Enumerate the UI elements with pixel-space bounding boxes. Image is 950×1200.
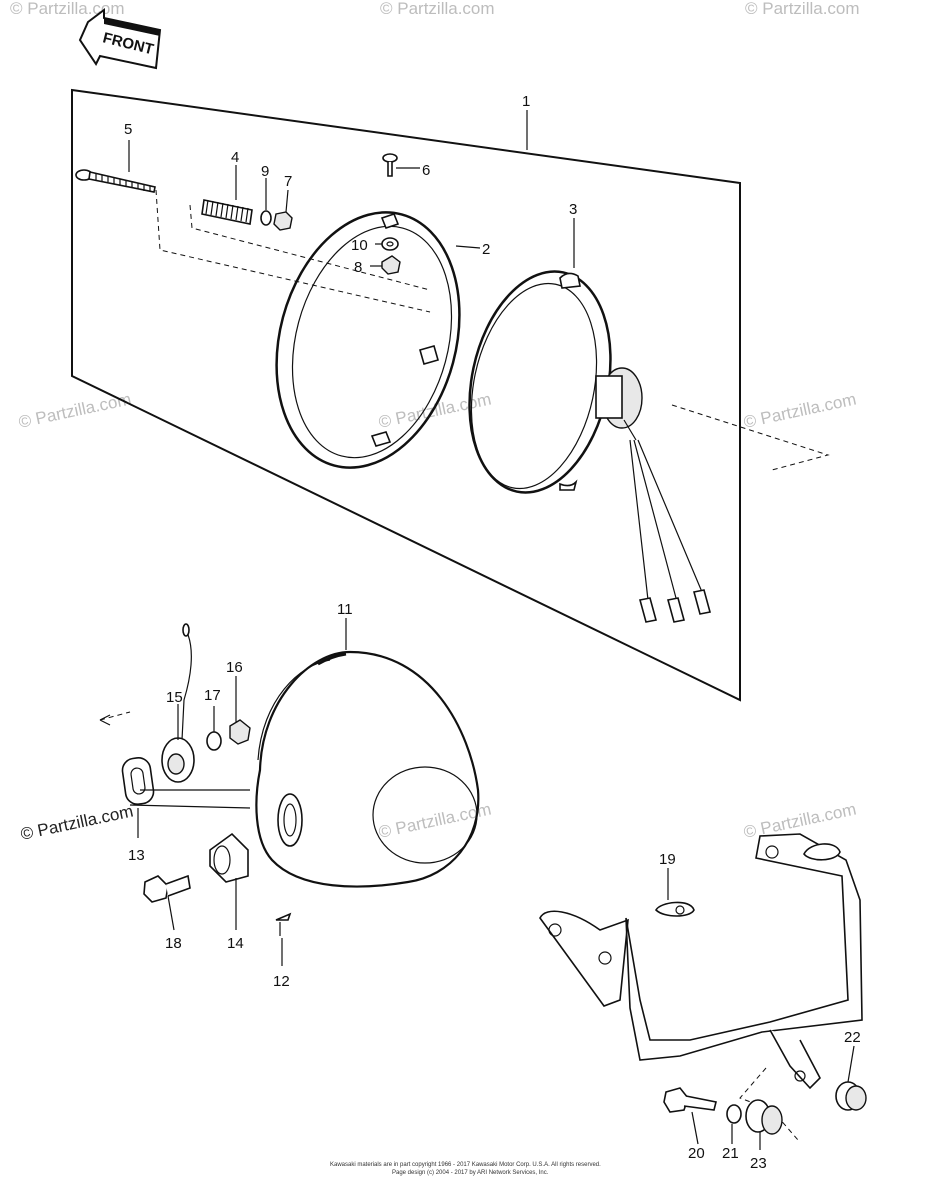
screw-6 <box>382 153 398 177</box>
spring-4 <box>201 199 253 225</box>
callout-14: 14 <box>227 935 244 952</box>
callout-22: 22 <box>844 1029 861 1046</box>
headlight-rim-2 <box>275 211 461 469</box>
watermark: © Partzilla.com <box>380 0 495 18</box>
callout-1: 1 <box>522 93 530 110</box>
callout-16: 16 <box>226 659 243 676</box>
alignment-line <box>155 189 431 313</box>
bolt-20 <box>663 1087 717 1113</box>
copyright-line-1: Kawasaki materials are in part copyright… <box>330 1162 601 1168</box>
callout-21: 21 <box>722 1145 739 1162</box>
callout-7: 7 <box>284 173 292 190</box>
callout-labels: 1 2 3 4 5 6 7 8 9 10 11 12 13 14 15 16 1… <box>124 93 861 1172</box>
left-watermark: © Partzilla.com <box>19 802 135 844</box>
callout-3: 3 <box>569 201 577 218</box>
nut-16 <box>229 719 251 745</box>
collar-23 <box>745 1099 783 1135</box>
watermark: © Partzilla.com <box>377 390 493 432</box>
washer-10 <box>381 237 399 251</box>
watermark: © Partzilla.com <box>10 0 125 18</box>
callout-11: 11 <box>337 601 353 618</box>
washer-21 <box>726 1104 742 1124</box>
leader-lines <box>128 110 855 1150</box>
collar-14 <box>209 832 249 883</box>
alignment-line <box>99 711 131 721</box>
bracket-19 <box>539 833 863 1090</box>
watermark: © Partzilla.com <box>745 0 860 18</box>
grommet-13 <box>121 757 155 805</box>
callout-4: 4 <box>231 149 239 166</box>
alignment-line <box>671 404 830 471</box>
callout-8: 8 <box>354 259 362 276</box>
callout-17: 17 <box>204 687 221 704</box>
callout-10: 10 <box>351 237 368 254</box>
bolt-18 <box>143 874 191 903</box>
screw-12 <box>275 912 292 936</box>
callout-23: 23 <box>750 1155 767 1172</box>
front-arrow-icon: FRONT <box>78 8 162 70</box>
callout-20: 20 <box>688 1145 705 1162</box>
callout-19: 19 <box>659 851 676 868</box>
callout-6: 6 <box>422 162 430 179</box>
watermark: © Partzilla.com <box>17 390 133 432</box>
callout-9: 9 <box>261 163 269 180</box>
nut-8 <box>381 255 401 275</box>
sealed-beam-unit-3 <box>468 270 711 623</box>
callout-15: 15 <box>166 689 183 706</box>
washer-9 <box>260 210 272 226</box>
callout-13: 13 <box>128 847 145 864</box>
callout-18: 18 <box>165 935 182 952</box>
callout-2: 2 <box>482 241 490 258</box>
callout-12: 12 <box>273 973 290 990</box>
headlight-assembly-panel <box>71 88 741 702</box>
watermarks: © Partzilla.com © Partzilla.com © Partzi… <box>10 0 860 842</box>
callout-5: 5 <box>124 121 132 138</box>
damper-22 <box>835 1081 867 1111</box>
screw-5 <box>75 169 156 193</box>
headlight-housing-11 <box>255 650 480 888</box>
watermark: © Partzilla.com <box>742 390 858 432</box>
nut-7 <box>273 211 293 231</box>
copyright-line-2: Page design (c) 2004 - 2017 by ARI Netwo… <box>392 1170 549 1176</box>
washer-17 <box>206 731 222 751</box>
